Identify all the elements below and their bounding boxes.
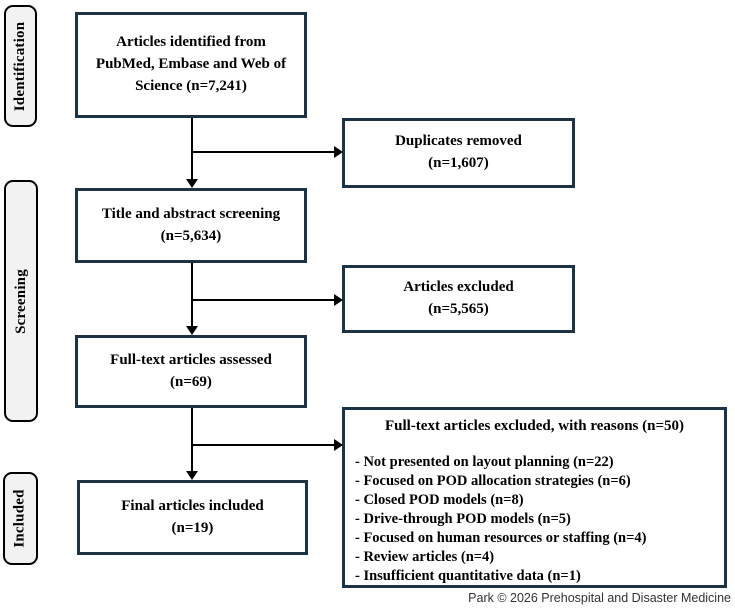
box-duplicates-removed-count: (n=1,607) — [428, 155, 489, 171]
box-fulltext-excluded-reasons: Full-text articles excluded, with reason… — [342, 407, 727, 588]
arrow-line-screening-to-fulltext — [191, 263, 193, 327]
exclusion-box-title: Full-text articles excluded, with reason… — [384, 418, 685, 434]
stage-label-screening-text: Screening — [12, 268, 29, 334]
box-fulltext-assessed: Full-text articles assessed (n=69) — [75, 335, 307, 408]
arrowhead-down-icon — [186, 471, 198, 480]
box-fulltext-assessed-count: (n=69) — [170, 373, 212, 390]
arrow-line-screening-to-excluded — [192, 299, 334, 301]
arrowhead-right-icon — [334, 439, 343, 451]
exclusion-reason: - Not presented on layout planning (n=22… — [355, 454, 614, 470]
box-duplicates-removed-text: Duplicates removed — [395, 133, 522, 150]
arrowhead-down-icon — [186, 179, 198, 188]
arrowhead-right-icon — [334, 146, 343, 158]
box-title-abstract-screening: Title and abstract screening (n=5,634) — [75, 188, 307, 263]
arrow-line-identified-to-screening — [191, 118, 193, 180]
footer-credit: Park © 2026 Prehospital and Disaster Med… — [468, 591, 731, 605]
stage-label-screening: Screening — [4, 180, 38, 422]
exclusion-reason: - Focused on POD allocation strategies (… — [355, 473, 631, 489]
exclusion-reason: - Closed POD models (n=8) — [355, 492, 524, 508]
stage-label-identification: Identification — [4, 5, 37, 127]
stage-label-included-text: Included — [12, 489, 29, 548]
arrow-line-identified-to-duplicates — [192, 151, 334, 153]
box-articles-excluded-text: Articles excluded — [403, 279, 514, 296]
box-final-articles-included-text: Final articles included — [121, 497, 264, 514]
exclusion-reason: - Review articles (n=4) — [355, 549, 495, 565]
box-articles-identified: Articles identified from PubMed, Embase … — [75, 12, 307, 118]
arrowhead-right-icon — [334, 294, 343, 306]
box-duplicates-removed: Duplicates removed (n=1,607) — [342, 118, 575, 188]
box-title-abstract-screening-count: (n=5,634) — [160, 227, 222, 244]
box-articles-excluded-count: (n=5,565) — [428, 301, 489, 317]
stage-label-identification-text: Identification — [12, 21, 28, 111]
stage-label-included: Included — [3, 472, 38, 565]
box-fulltext-assessed-text: Full-text articles assessed — [110, 351, 272, 368]
arrow-line-fulltext-to-final — [191, 408, 193, 471]
exclusion-reason: - Focused on human resources or staffing… — [355, 530, 647, 546]
box-articles-excluded: Articles excluded (n=5,565) — [342, 265, 575, 333]
arrowhead-down-icon — [186, 326, 198, 335]
box-final-articles-included-count: (n=19) — [171, 519, 214, 536]
exclusion-reason: - Insufficient quantitative data (n=1) — [355, 568, 581, 584]
box-final-articles-included: Final articles included (n=19) — [77, 480, 308, 555]
arrow-line-fulltext-to-reasons — [192, 444, 334, 446]
box-title-abstract-screening-text: Title and abstract screening — [101, 205, 281, 222]
exclusion-reason: - Drive-through POD models (n=5) — [355, 511, 571, 527]
box-articles-identified-text: Articles identified from PubMed, Embase … — [95, 34, 287, 94]
